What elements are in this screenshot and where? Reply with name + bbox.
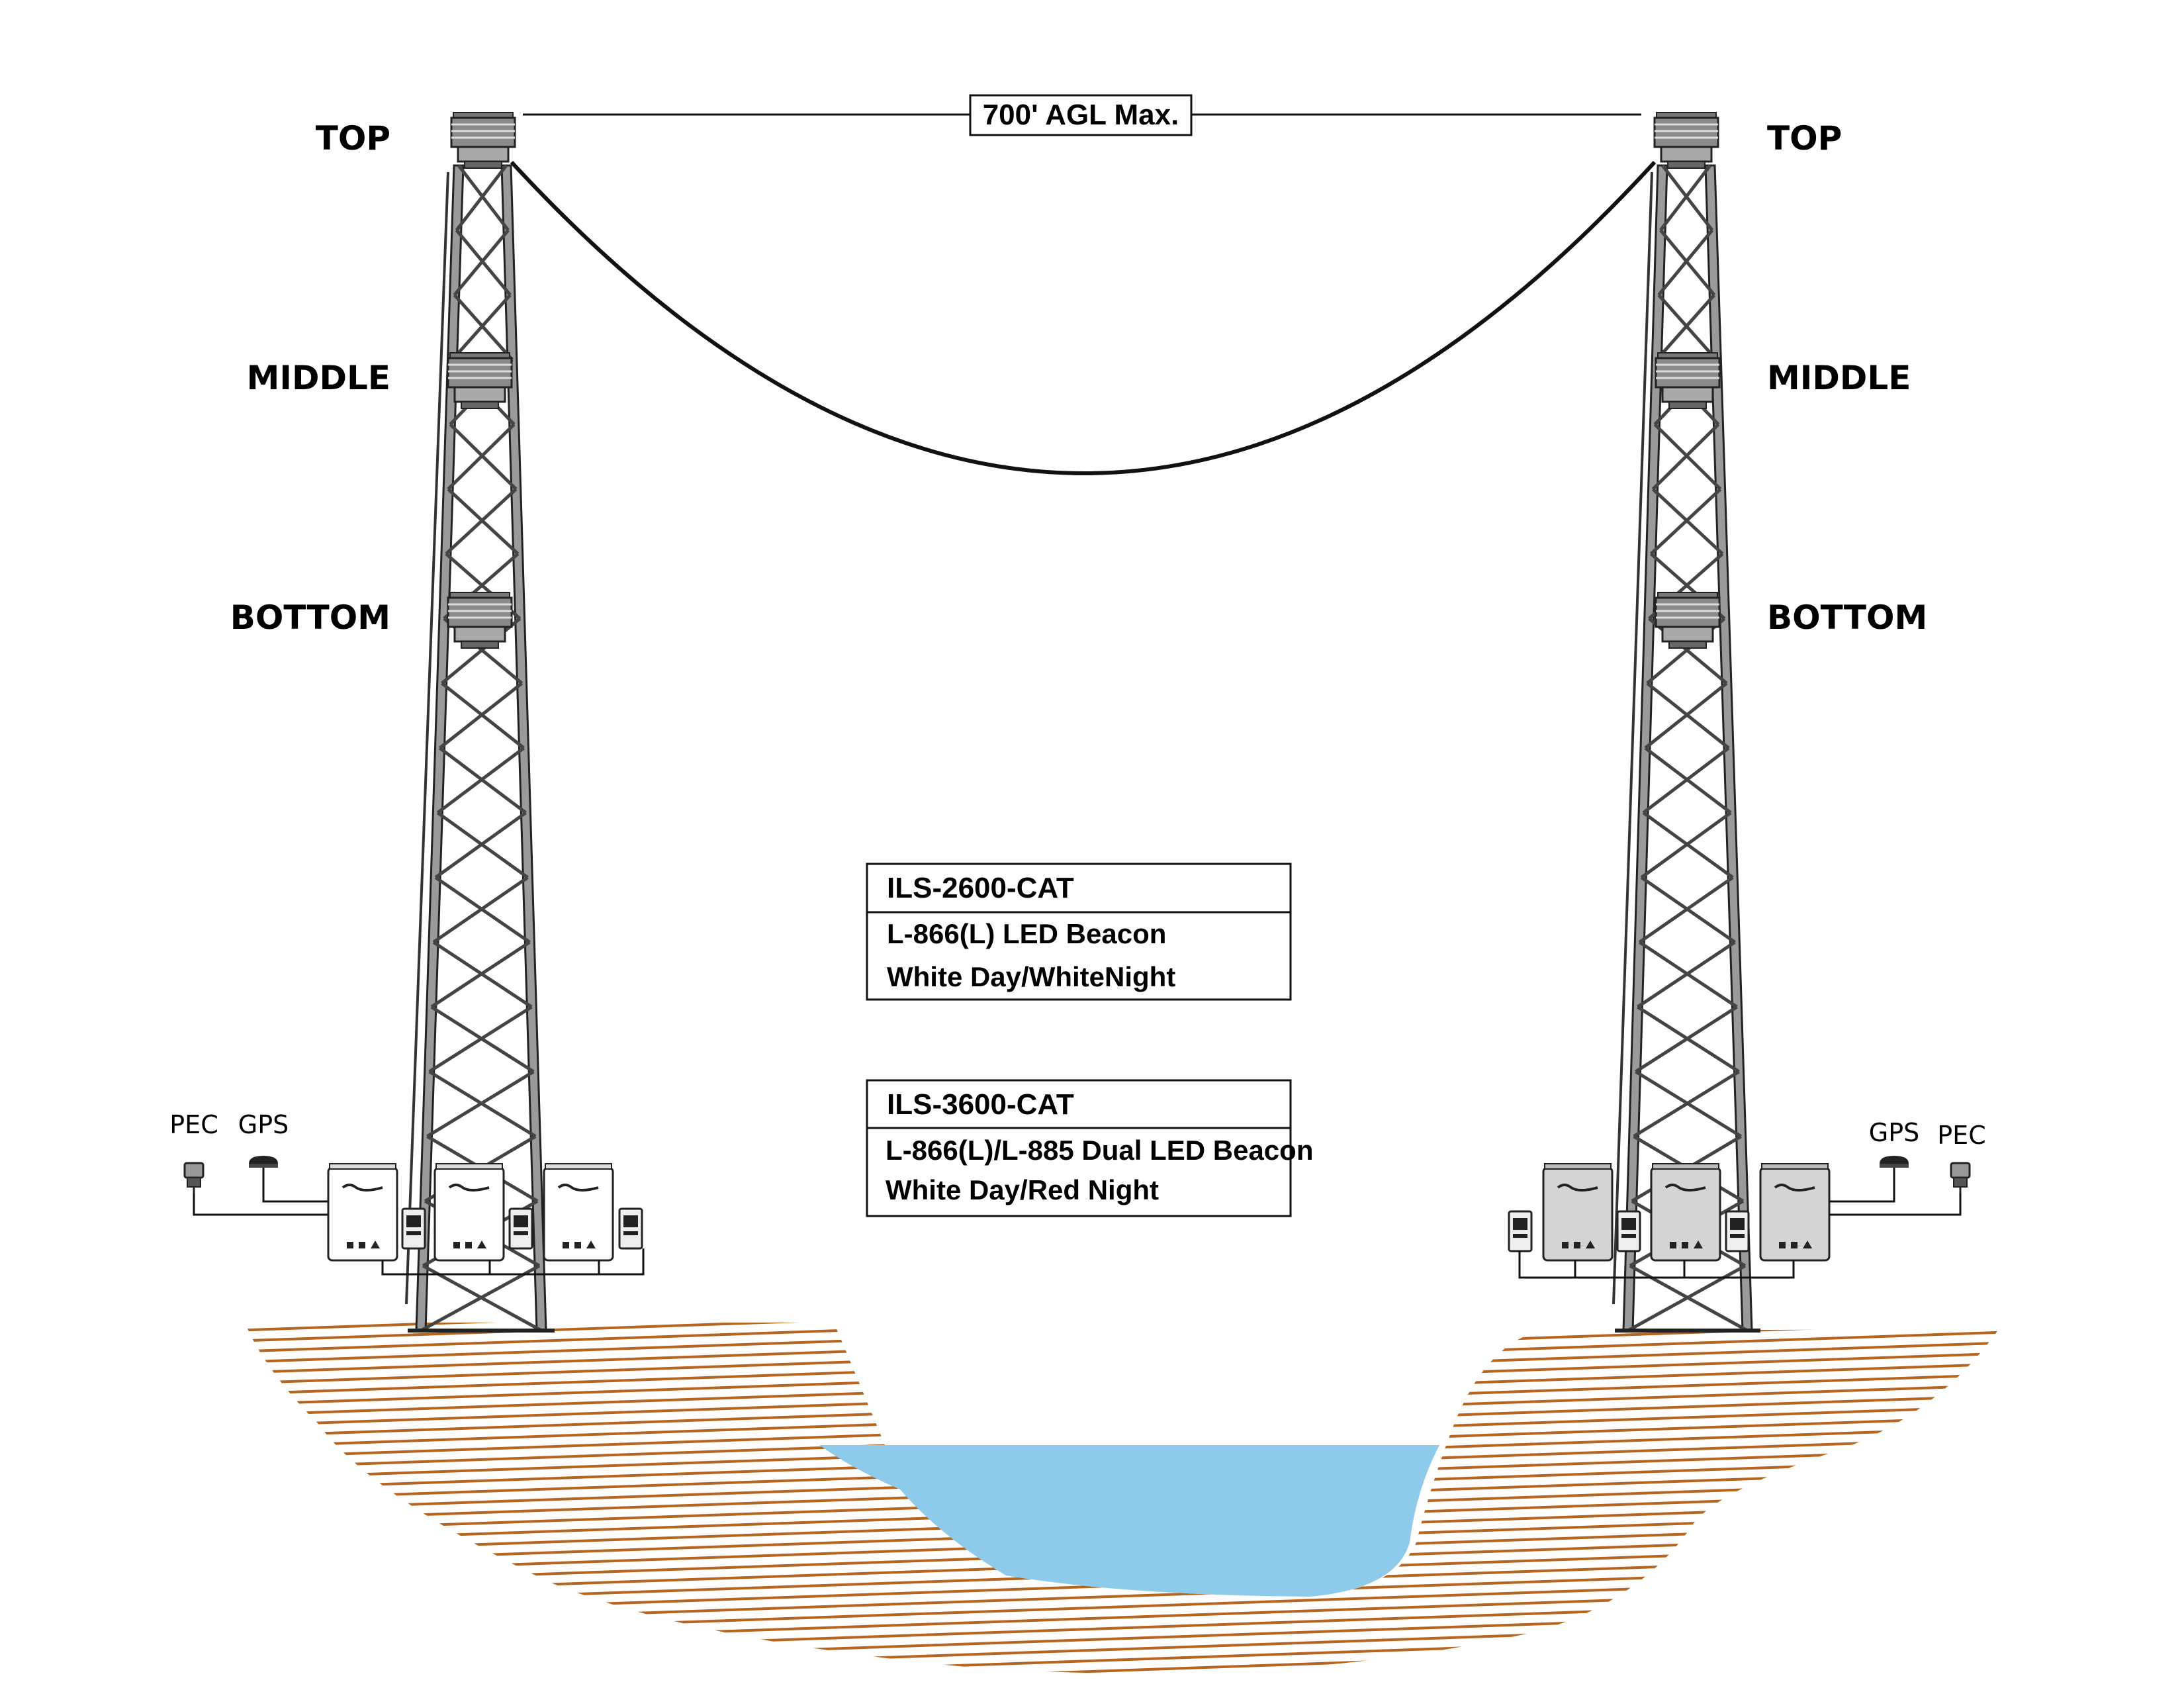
tower-member	[1637, 941, 1736, 1009]
tower-member	[432, 876, 529, 944]
span-cable	[510, 160, 1657, 475]
ground-terrain	[245, 1323, 1999, 1673]
right-equipment	[1508, 1156, 1971, 1279]
tower-member	[434, 811, 527, 879]
tower-member	[428, 1005, 533, 1074]
tower-member	[445, 488, 518, 555]
gps-label-right: GPS	[1869, 1118, 1919, 1147]
beacon-top-right	[1653, 111, 1719, 169]
controller-left-1	[327, 1162, 398, 1262]
pec-cable-left	[193, 1194, 328, 1216]
level-label-bottom-right: BOTTOM	[1767, 598, 1927, 637]
left-equipment	[183, 1156, 645, 1276]
tower-member	[441, 617, 522, 685]
pec-label-left: PEC	[169, 1110, 218, 1139]
tower-member	[1633, 1070, 1740, 1138]
product-line2-1: White Day/WhiteNight	[887, 961, 1175, 992]
gps-antenna-right	[1880, 1156, 1909, 1168]
tower-member	[1651, 423, 1720, 491]
tower-member	[447, 423, 516, 491]
tower-cable	[1612, 171, 1653, 1305]
junction-box-right-2	[1616, 1210, 1641, 1252]
product-line1-2: L-866(L)/L-885 Dual LED Beacon	[886, 1135, 1313, 1166]
tower-member	[1635, 1006, 1738, 1073]
tower-member	[1657, 229, 1714, 297]
tower-member	[1659, 164, 1711, 232]
level-label-middle-left: MIDDLE	[247, 359, 390, 397]
controller-right-1	[1542, 1162, 1614, 1262]
junction-box-right-1	[1508, 1210, 1533, 1252]
level-label-top-left: TOP	[316, 119, 390, 158]
tower-member	[420, 1264, 541, 1333]
product-box-ils-3600: ILS-3600-CAT L-866(L)/L-885 Dual LED Bea…	[866, 1079, 1313, 1217]
beacon-bottom-left	[447, 591, 513, 649]
gps-cable-right	[1829, 1168, 1895, 1203]
beacon-middle-right	[1655, 352, 1721, 410]
tower-cable	[405, 171, 449, 1305]
gps-cable-left	[262, 1168, 328, 1203]
tower-member	[1649, 488, 1722, 555]
right-tower	[1612, 164, 1760, 1333]
height-label: 700' AGL Max.	[983, 99, 1179, 131]
beacon-bottom-right	[1655, 591, 1721, 649]
level-label-middle-right: MIDDLE	[1767, 359, 1911, 397]
tower-member	[1640, 811, 1732, 879]
gps-antenna-left	[249, 1156, 278, 1168]
controller-right-3	[1759, 1162, 1831, 1262]
controller-left-2	[433, 1162, 505, 1262]
pec-cable-right	[1829, 1194, 1962, 1216]
tower-member	[1642, 747, 1730, 814]
tower-member	[1655, 293, 1716, 361]
tower-member	[430, 941, 531, 1009]
junction-box-left-1	[401, 1207, 426, 1250]
product-model-2: ILS-3600-CAT	[887, 1088, 1074, 1121]
pec-sensor-left	[183, 1162, 205, 1195]
junction-box-left-2	[508, 1207, 533, 1250]
controller-right-2	[1650, 1162, 1721, 1262]
product-line1-1: L-866(L) LED Beacon	[887, 918, 1166, 949]
junction-box-left-3	[618, 1207, 643, 1250]
tower-member	[1638, 876, 1734, 944]
product-box-ils-2600: ILS-2600-CAT L-866(L) LED Beacon White D…	[866, 863, 1292, 1001]
product-model-1: ILS-2600-CAT	[887, 872, 1074, 904]
level-label-bottom-left: BOTTOM	[230, 598, 390, 637]
conduit-left	[381, 1248, 645, 1276]
gps-label-left: GPS	[238, 1110, 289, 1139]
tower-member	[426, 1070, 535, 1138]
controller-left-3	[543, 1162, 614, 1262]
tower-member	[436, 747, 525, 814]
pec-sensor-right	[1950, 1162, 1971, 1195]
tower-member	[451, 293, 512, 361]
tower-member	[438, 682, 523, 749]
pec-label-right: PEC	[1937, 1121, 1985, 1150]
beacon-middle-left	[447, 352, 513, 410]
height-label-box	[969, 94, 1193, 136]
tower-member	[455, 164, 508, 232]
junction-box-right-3	[1725, 1210, 1750, 1252]
river-water	[819, 1445, 1439, 1597]
tower-member	[453, 229, 510, 297]
product-line2-2: White Day/Red Night	[886, 1174, 1159, 1205]
tower-member	[1644, 682, 1728, 749]
level-label-top-right: TOP	[1767, 119, 1842, 158]
conduit-right	[1518, 1251, 1795, 1279]
left-tower	[405, 164, 555, 1333]
beacon-top-left	[450, 111, 516, 169]
